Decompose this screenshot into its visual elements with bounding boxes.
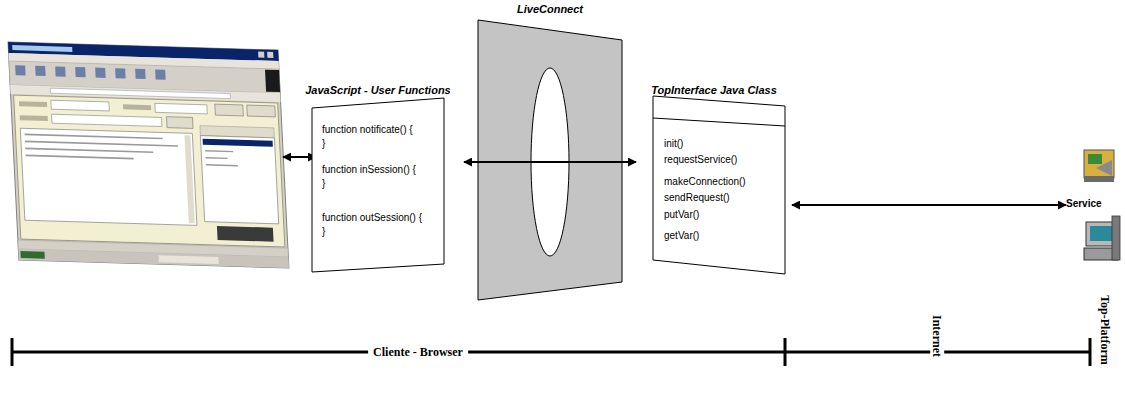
drawing-part [51, 100, 109, 111]
service-node: Service [1066, 146, 1122, 264]
code-line: makeConnection() [664, 176, 746, 188]
drawing-part [265, 70, 280, 92]
connector-arrow [464, 161, 636, 163]
timeline [12, 338, 1090, 366]
drawing-part [20, 128, 197, 225]
drawing-part [14, 95, 285, 247]
drawing-part [8, 42, 289, 268]
code-line: function outSession() { [322, 212, 422, 224]
drawing-part [20, 115, 48, 121]
drawing-part [12, 351, 1090, 354]
liveconnect-panel [478, 20, 622, 300]
panel-heading: JavaScript - User Functions [292, 84, 464, 97]
browser-arrow [283, 156, 316, 158]
connector-arrow [792, 204, 1066, 206]
drawing-part [52, 114, 162, 126]
drawing-part [11, 338, 14, 366]
drawing-part [35, 66, 46, 76]
code-line: } [322, 138, 325, 150]
panel-outline [312, 98, 444, 272]
code-line: putVar() [664, 209, 699, 221]
drawing-part [478, 20, 622, 300]
code-line: function notificate() { [322, 124, 413, 136]
java-class-panel: TopInterface Java Class init() requestServ… [636, 80, 792, 276]
panel-outline [653, 96, 785, 274]
drawing-part [25, 148, 153, 152]
drawing-part [25, 134, 179, 160]
drawing-part [26, 155, 134, 158]
code-line: init() [664, 138, 683, 150]
service-icon [1084, 150, 1114, 178]
code-line: } [322, 178, 325, 190]
drawing-part [18, 249, 289, 268]
code-line: requestService() [664, 154, 737, 166]
drawing-part [155, 69, 166, 79]
javascript-panel: JavaScript - User Functions function noti… [292, 80, 464, 276]
drawing-part [217, 226, 274, 242]
drawing-part [95, 68, 106, 78]
panel-heading: LiveConnect [470, 3, 630, 16]
drawing-part [55, 66, 66, 76]
code-line: function inSession() { [322, 164, 416, 176]
drawing-part [784, 338, 787, 366]
code-line: getVar() [664, 230, 699, 242]
drawing-part [25, 134, 163, 138]
drawing-part [123, 104, 151, 110]
service-label: Service [1066, 198, 1122, 210]
drawing-part [203, 139, 273, 147]
drawing-part [158, 255, 218, 264]
code-line: sendRequest() [664, 192, 730, 204]
zone-label: Internet [930, 310, 944, 362]
drawing-part [205, 150, 233, 152]
service-icon [1084, 176, 1114, 182]
drawing-part [115, 68, 126, 78]
drawing-part [75, 67, 86, 77]
panel-divider [653, 118, 785, 126]
drawing-part [15, 65, 166, 80]
drawing-part [167, 117, 194, 129]
drawing-part [267, 52, 273, 58]
computer-icon [1090, 226, 1112, 241]
computer-icon [1112, 216, 1120, 260]
drawing-part [258, 52, 264, 58]
drawing-part [200, 136, 278, 224]
drawing-part [215, 104, 244, 116]
drawing-part [206, 157, 228, 159]
drawing-part [135, 69, 146, 79]
drawing-part [206, 164, 238, 166]
drawing-part [184, 135, 194, 223]
drawing-part [25, 141, 178, 146]
panel-outline [292, 96, 464, 276]
drawing-part [19, 101, 47, 107]
service-icon [1088, 154, 1102, 164]
drawing-part [1089, 338, 1092, 366]
drawing-part [247, 105, 276, 117]
zone-label: Top-Platform [1098, 290, 1112, 370]
drawing-part [155, 103, 207, 114]
code-line: } [322, 226, 325, 238]
zone-label: Cliente - Browser [368, 345, 468, 359]
liveconnect-node: LiveConnect [470, 2, 630, 302]
service-icon [1096, 160, 1112, 176]
drawing-part [205, 151, 238, 166]
computer-icon [1086, 222, 1116, 246]
browser-screenshot [8, 42, 289, 268]
drawing-part [15, 65, 25, 75]
panel-heading: TopInterface Java Class [636, 84, 792, 97]
drawing-part [20, 251, 44, 259]
drawing-part [12, 45, 72, 52]
